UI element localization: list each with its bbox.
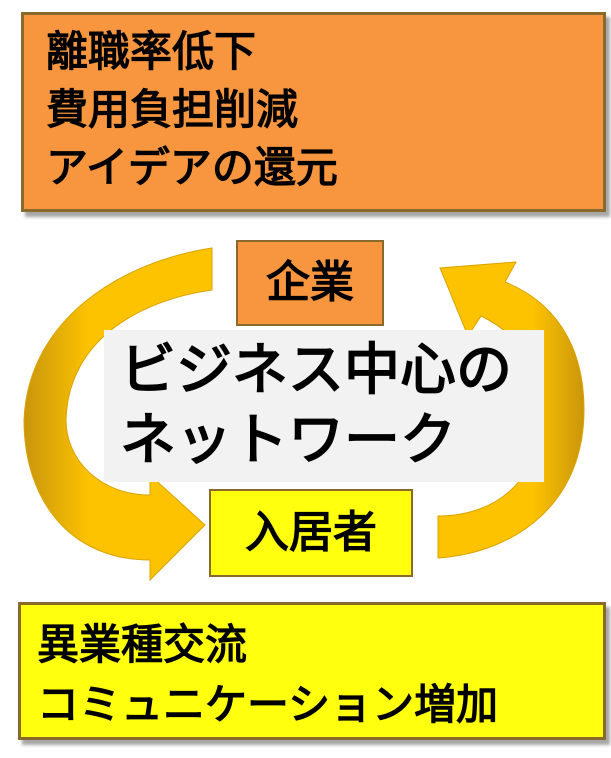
network-label: ビジネス中心の ネットワーク [104, 330, 544, 482]
benefit-line: アイデアの還元 [46, 143, 338, 192]
company-label: 企業 [266, 257, 354, 308]
benefit-line: コミュニケーション増加 [37, 680, 499, 729]
network-line: ネットワーク [120, 408, 456, 473]
benefit-line: 異業種交流 [37, 620, 248, 669]
company-benefits-box: 離職率低下 費用負担削減 アイデアの還元 [21, 12, 606, 212]
curved-arrow-left-icon [23, 247, 213, 582]
benefit-line: 費用負担削減 [46, 85, 299, 134]
company-node: 企業 [236, 240, 384, 326]
resident-benefits-box: 異業種交流 コミュニケーション増加 [18, 602, 606, 740]
network-line: ビジネス中心の [120, 338, 512, 403]
benefit-line: 離職率低下 [46, 27, 257, 76]
resident-node: 入居者 [209, 489, 413, 577]
resident-label: 入居者 [245, 507, 377, 558]
